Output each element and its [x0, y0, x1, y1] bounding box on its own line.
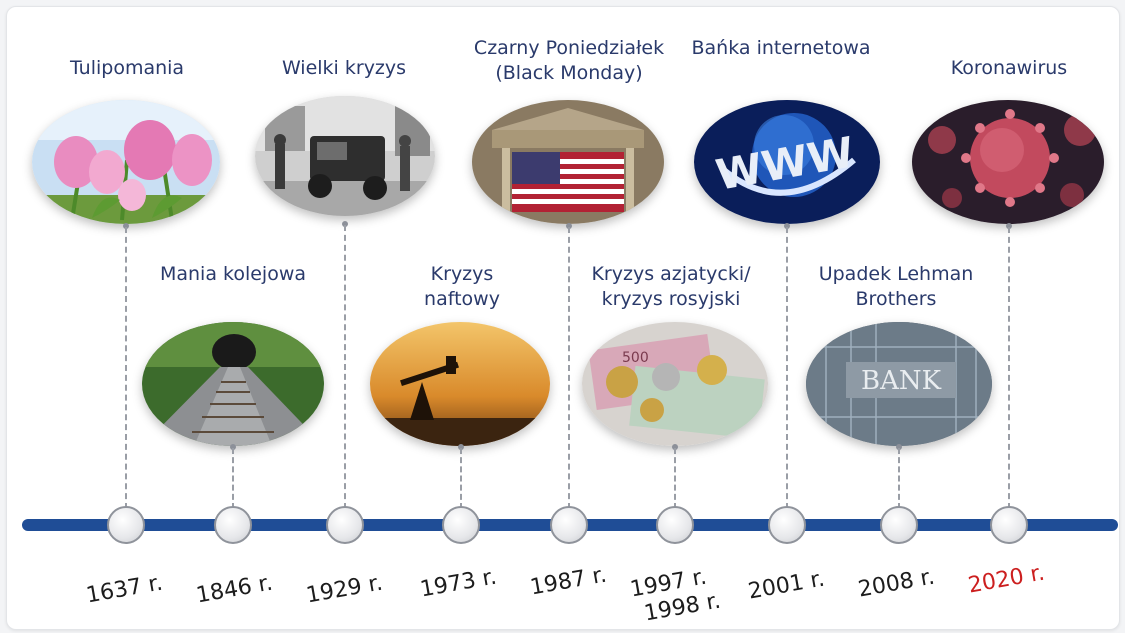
connector-dot — [458, 444, 464, 450]
virus-render-photo — [912, 100, 1104, 224]
timeline-node-1846 — [214, 506, 252, 544]
connector-dot — [672, 444, 678, 450]
connector-line — [568, 227, 570, 509]
railway-tunnel-photo — [142, 322, 324, 446]
www-globe-graphic: WWW — [694, 100, 880, 224]
event-title-black-monday: Czarny Poniedziałek (Black Monday) — [473, 37, 665, 84]
event-title-banka-internetowa: Bańka internetowa — [691, 37, 871, 59]
timeline-node-2008 — [880, 506, 918, 544]
connector-dot — [784, 223, 790, 229]
event-title-lehman-brothers: Upadek Lehman Brothers — [818, 263, 974, 310]
connector-dot — [566, 223, 572, 229]
timeline-node-2020 — [990, 506, 1028, 544]
connector-dot — [896, 444, 902, 450]
timeline-node-1987 — [550, 506, 588, 544]
bank-building-photo: BANK — [806, 322, 992, 446]
tulips-photo — [32, 100, 220, 224]
timeline-node-1929 — [326, 506, 364, 544]
crashed-car-photo — [255, 96, 435, 216]
connector-line — [125, 227, 127, 509]
event-title-kryzys-naftowy: Kryzys naftowy — [424, 263, 500, 310]
timeline-node-1997 — [656, 506, 694, 544]
event-title-wielki-kryzys: Wielki kryzys — [281, 57, 407, 79]
connector-dot — [123, 223, 129, 229]
connector-line — [674, 448, 676, 509]
oil-pump-sunset-photo — [370, 322, 550, 446]
event-title-kryzys-azjatycki: Kryzys azjatycki/ kryzys rosyjski — [591, 263, 751, 310]
connector-line — [898, 448, 900, 509]
event-title-tulipomania: Tulipomania — [69, 57, 185, 79]
timeline-node-1973 — [442, 506, 480, 544]
connector-line — [460, 448, 462, 509]
svg-text:500: 500 — [622, 350, 649, 366]
connector-dot — [230, 444, 236, 450]
connector-line — [344, 225, 346, 509]
connector-dot — [1006, 223, 1012, 229]
event-title-koronawirus: Koronawirus — [950, 57, 1068, 79]
svg-text:BANK: BANK — [861, 366, 942, 396]
rubles-coins-photo: 500 — [582, 322, 768, 446]
timeline-node-1637 — [107, 506, 145, 544]
connector-dot — [342, 221, 348, 227]
stock-exchange-flag-photo — [472, 100, 664, 224]
event-title-mania-kolejowa: Mania kolejowa — [159, 263, 307, 285]
connector-line — [786, 227, 788, 509]
connector-line — [232, 448, 234, 509]
connector-line — [1008, 227, 1010, 509]
timeline-node-2001 — [768, 506, 806, 544]
